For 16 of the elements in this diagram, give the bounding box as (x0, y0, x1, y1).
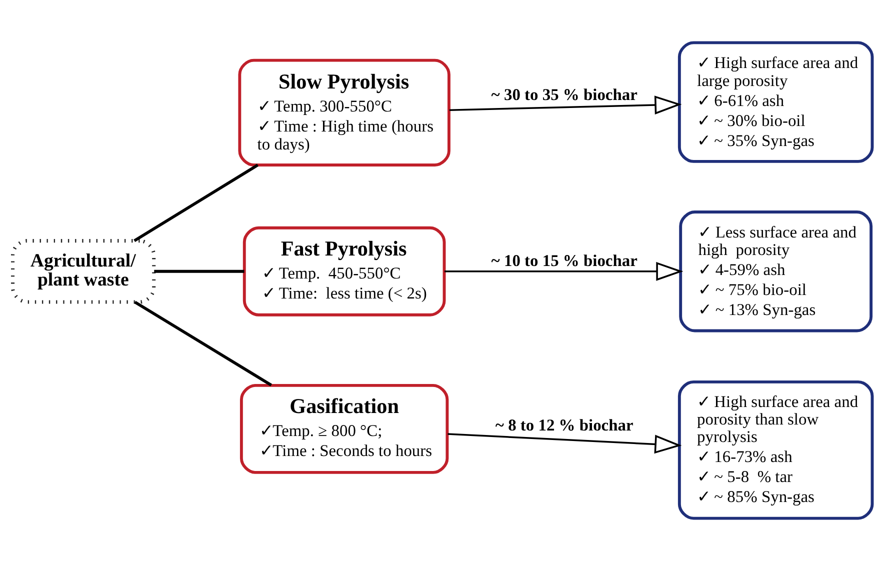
arrow (448, 433, 682, 454)
connector (134, 164, 259, 242)
node-box: ✓ High surface area and large porosity ✓ 6-61% ash ✓ ~ 30% bio-oil ✓ ~ 35% Syn-gas (678, 41, 874, 163)
arrow (444, 262, 684, 281)
connector (154, 270, 244, 273)
edge-label: ~ 10 to 15 % biochar (491, 250, 638, 270)
edge-label: ~ 8 to 12 % biochar (495, 415, 634, 434)
arrow (449, 96, 682, 115)
edge-label: ~ 30 to 35 % biochar (491, 84, 638, 104)
node-box: ✓ High surface area and porosity than slow pyrolysis ✓ 16-73% ash ✓ ~ 5-8 % tar ✓ ~ 85% Syn-gas (678, 380, 874, 520)
node-box: Slow Pyrolysis ✓ Temp. 300-550°C ✓ Time : High time (hours to days) (238, 58, 450, 166)
connector (134, 300, 272, 386)
node-box: Fast Pyrolysis ✓ Temp. 450-550°C ✓ Time: less time (< 2s) (242, 226, 446, 316)
node-box: Agricultural/ plant waste (11, 239, 156, 304)
node-box: ✓ Less surface area and high porosity ✓ 4-59% ash ✓ ~ 75% bio-oil ✓ ~ 13% Syn-gas (679, 210, 873, 332)
node-box: Gasification ✓Temp. ≥ 800 °C; ✓Time : Seconds to hours (240, 384, 449, 474)
